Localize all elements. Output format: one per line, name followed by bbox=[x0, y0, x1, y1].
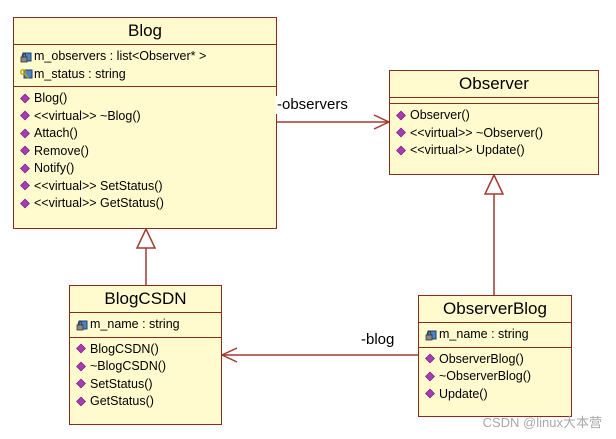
operation-row: <<virtual>> ~Observer() bbox=[396, 125, 598, 143]
operation-row: ~ObserverBlog() bbox=[425, 368, 571, 386]
operation-row: ObserverBlog() bbox=[425, 351, 571, 369]
operation-text: Blog() bbox=[34, 91, 68, 105]
operation-text: <<virtual>> SetStatus() bbox=[34, 178, 163, 193]
attribute-row: m_name : string bbox=[425, 326, 571, 344]
association-label-observers: -observers bbox=[276, 96, 349, 114]
operation-text: Notify() bbox=[34, 161, 75, 175]
operation-text: <<virtual>> Update() bbox=[410, 143, 525, 157]
key-attribute-icon bbox=[20, 69, 33, 79]
attribute-text: m_name : string bbox=[90, 317, 180, 331]
operations-section: Blog() <<virtual>> ~Blog() Attach() Remo… bbox=[14, 87, 276, 216]
attribute-text: m_name : string bbox=[439, 327, 529, 341]
class-blog[interactable]: Blog m_observers : list<Observer* > m_st… bbox=[13, 17, 277, 229]
operation-row: Update() bbox=[425, 386, 571, 404]
operation-icon bbox=[76, 396, 86, 407]
operation-text: <<virtual>> ~Observer() bbox=[410, 125, 544, 140]
operation-row: ~BlogCSDN() bbox=[76, 358, 221, 376]
class-name: Blog bbox=[14, 18, 276, 45]
private-attribute-icon bbox=[425, 330, 437, 341]
class-observer[interactable]: Observer Observer() <<virtual>> ~Observe… bbox=[389, 70, 599, 175]
operation-row: GetStatus() bbox=[76, 393, 221, 411]
operation-row: <<virtual>> ~Blog() bbox=[20, 108, 276, 126]
attribute-text: m_status : string bbox=[34, 66, 126, 81]
operation-row: <<virtual>> SetStatus() bbox=[20, 178, 276, 196]
operation-text: <<virtual>> ~Blog() bbox=[34, 108, 141, 123]
operation-icon bbox=[20, 93, 30, 104]
operation-icon bbox=[20, 198, 30, 209]
operation-row: Notify() bbox=[20, 160, 276, 178]
operation-row: BlogCSDN() bbox=[76, 341, 221, 359]
attribute-row: m_status : string bbox=[20, 66, 276, 84]
generalization-observerblog-observer bbox=[483, 173, 505, 295]
operation-text: Observer() bbox=[410, 108, 470, 122]
association-observers bbox=[277, 114, 391, 130]
operation-text: ~BlogCSDN() bbox=[90, 359, 167, 373]
operation-text: ObserverBlog() bbox=[439, 351, 524, 366]
operation-text: SetStatus() bbox=[90, 376, 153, 391]
operations-section: BlogCSDN() ~BlogCSDN() SetStatus() GetSt… bbox=[70, 338, 221, 414]
watermark: CSDN @linux大本营 bbox=[482, 415, 602, 430]
operation-icon bbox=[396, 110, 406, 121]
operation-icon bbox=[76, 343, 86, 354]
operation-row: Blog() bbox=[20, 90, 276, 108]
operation-row: Remove() bbox=[20, 143, 276, 161]
class-name: Observer bbox=[390, 71, 598, 98]
attributes-section: m_name : string bbox=[70, 313, 221, 338]
operation-icon bbox=[396, 145, 406, 156]
class-name: ObserverBlog bbox=[419, 296, 571, 323]
operation-row: <<virtual>> Update() bbox=[396, 142, 598, 160]
operation-icon bbox=[76, 361, 86, 372]
attributes-section bbox=[390, 98, 598, 104]
attributes-section: m_observers : list<Observer* > m_status … bbox=[14, 45, 276, 87]
operation-icon bbox=[425, 353, 435, 364]
operation-icon bbox=[20, 110, 30, 121]
operation-text: Attach() bbox=[34, 126, 78, 140]
class-name: BlogCSDN bbox=[70, 286, 221, 313]
operation-icon bbox=[20, 145, 30, 156]
operation-row: Observer() bbox=[396, 107, 598, 125]
operation-text: BlogCSDN() bbox=[90, 341, 159, 356]
operation-icon bbox=[20, 163, 30, 174]
operation-row: <<virtual>> GetStatus() bbox=[20, 195, 276, 213]
operation-row: Attach() bbox=[20, 125, 276, 143]
class-observerblog[interactable]: ObserverBlog m_name : string ObserverBlo… bbox=[418, 295, 572, 417]
operation-icon bbox=[425, 388, 435, 399]
association-blog bbox=[220, 347, 418, 363]
operation-icon bbox=[425, 371, 435, 382]
operation-text: ~ObserverBlog() bbox=[439, 369, 532, 383]
operation-row: SetStatus() bbox=[76, 376, 221, 394]
operations-section: Observer() <<virtual>> ~Observer() <<vir… bbox=[390, 104, 598, 163]
operation-icon bbox=[396, 127, 406, 138]
private-attribute-icon bbox=[20, 52, 32, 63]
operations-section: ObserverBlog() ~ObserverBlog() Update() bbox=[419, 348, 571, 407]
operation-icon bbox=[20, 128, 30, 139]
operation-icon bbox=[76, 378, 86, 389]
attributes-section: m_name : string bbox=[419, 323, 571, 348]
private-attribute-icon bbox=[76, 320, 88, 331]
generalization-blogcsdn-blog bbox=[135, 227, 157, 285]
operation-text: Update() bbox=[439, 386, 488, 401]
association-label-blog: -blog bbox=[360, 331, 396, 349]
attribute-row: m_name : string bbox=[76, 316, 221, 334]
operation-text: GetStatus() bbox=[90, 394, 154, 408]
operation-text: Remove() bbox=[34, 143, 89, 158]
operation-icon bbox=[20, 180, 30, 191]
class-blogcsdn[interactable]: BlogCSDN m_name : string BlogCSDN() ~Blo… bbox=[69, 285, 222, 425]
attribute-row: m_observers : list<Observer* > bbox=[20, 48, 276, 66]
attribute-text: m_observers : list<Observer* > bbox=[34, 49, 207, 63]
operation-text: <<virtual>> GetStatus() bbox=[34, 196, 164, 210]
